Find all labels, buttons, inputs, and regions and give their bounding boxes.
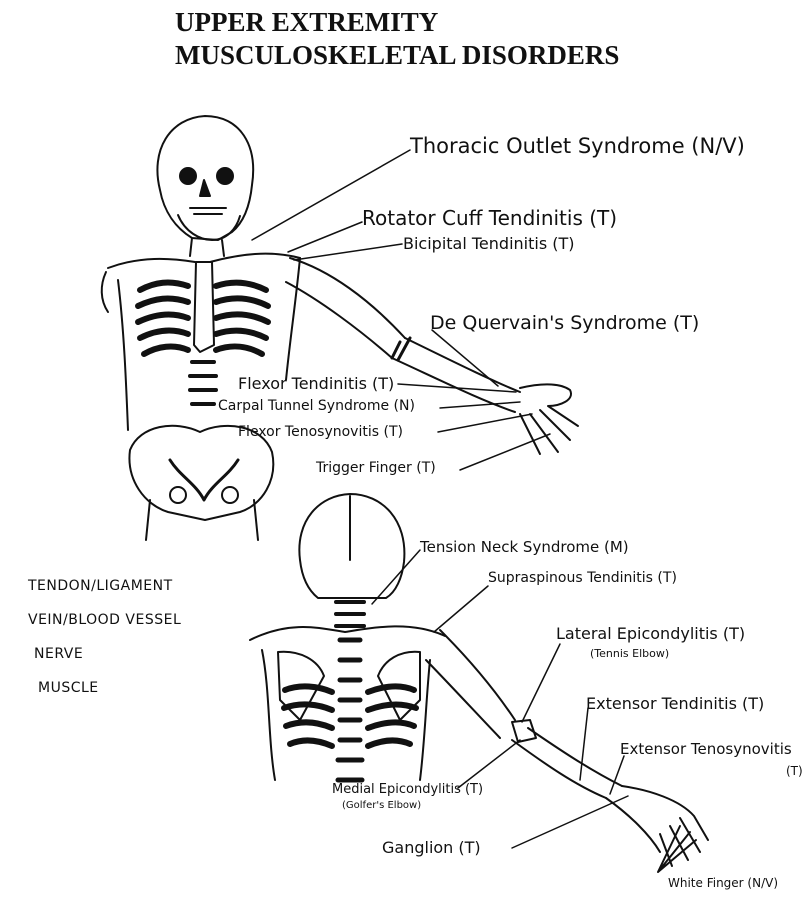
back-hand xyxy=(606,786,708,866)
leader-extensor-tendinitis xyxy=(580,708,588,780)
front-hand xyxy=(520,384,578,454)
label-tennis-elbow: (Tennis Elbow) xyxy=(590,647,669,660)
back-skull xyxy=(299,494,404,598)
label-tension-neck: Tension Neck Syndrome (M) xyxy=(420,538,629,556)
front-eye-right xyxy=(217,168,233,184)
front-clavicles xyxy=(108,254,300,268)
leader-supraspinous xyxy=(434,586,488,632)
front-lumbar-spine xyxy=(190,362,216,404)
label-extensor-tendinitis: Extensor Tendinitis (T) xyxy=(586,694,764,713)
label-bicipital: Bicipital Tendinitis (T) xyxy=(403,234,575,253)
label-lateral-epicondylitis: Lateral Epicondylitis (T) xyxy=(556,624,745,643)
label-rotator-cuff: Rotator Cuff Tendinitis (T) xyxy=(362,206,617,230)
label-extensor-tenosynovitis: Extensor Tenosynovitis xyxy=(620,740,792,758)
leader-carpal-tunnel xyxy=(440,402,520,408)
legend-item-nerve: NERVE xyxy=(28,646,181,680)
front-upper-arm xyxy=(286,258,405,358)
leader-lateral-epicondylitis xyxy=(522,644,560,722)
legend-item-muscle: MUSCLE xyxy=(28,680,181,714)
leader-tension-neck xyxy=(372,550,420,604)
back-cervical-spine xyxy=(336,602,364,626)
label-thoracic-outlet: Thoracic Outlet Syndrome (N/V) xyxy=(410,134,745,158)
legend-item-tendon-ligament: TENDON/LIGAMENT xyxy=(28,578,181,612)
leader-ganglion xyxy=(512,796,628,848)
label-flexor-tendinitis: Flexor Tendinitis (T) xyxy=(238,374,394,393)
front-teeth xyxy=(190,208,226,214)
label-de-quervain: De Quervain's Syndrome (T) xyxy=(430,312,699,334)
label-white-finger: White Finger (N/V) xyxy=(668,876,778,890)
legend: TENDON/LIGAMENT VEIN/BLOOD VESSEL NERVE … xyxy=(28,578,181,714)
label-flexor-tenosynovitis: Flexor Tenosynovitis (T) xyxy=(238,424,403,440)
leader-flexor-tenosynovitis xyxy=(438,414,532,432)
leader-bicipital xyxy=(294,244,402,260)
back-ribcage xyxy=(284,686,416,746)
leader-extensor-tenosynovitis xyxy=(610,756,624,794)
back-upper-arm xyxy=(426,630,515,738)
back-thoracic-spine xyxy=(338,640,362,780)
label-carpal-tunnel: Carpal Tunnel Syndrome (N) xyxy=(218,398,415,414)
label-trigger-finger: Trigger Finger (T) xyxy=(316,460,436,476)
label-extensor-tenosynovitis-t: (T) xyxy=(786,764,803,778)
leader-rotator-cuff xyxy=(288,222,362,252)
label-golfers-elbow: (Golfer's Elbow) xyxy=(342,800,421,811)
leader-de-quervain xyxy=(432,330,498,386)
front-sternum xyxy=(194,262,214,352)
legend-item-vein-blood-vessel: VEIN/BLOOD VESSEL xyxy=(28,612,181,646)
front-ribcage xyxy=(138,283,268,354)
label-supraspinous: Supraspinous Tendinitis (T) xyxy=(488,570,677,586)
leader-trigger-finger xyxy=(460,434,550,470)
leader-medial-epicondylitis xyxy=(458,740,520,788)
label-medial-epicondylitis: Medial Epicondylitis (T) xyxy=(332,782,483,797)
front-jaw xyxy=(178,215,240,240)
front-nose xyxy=(200,180,210,196)
label-ganglion: Ganglion (T) xyxy=(382,838,481,857)
leader-flexor-tendinitis xyxy=(398,384,516,392)
front-eye-left xyxy=(180,168,196,184)
back-forearm xyxy=(512,728,622,798)
white-finger-arrow xyxy=(658,826,696,872)
